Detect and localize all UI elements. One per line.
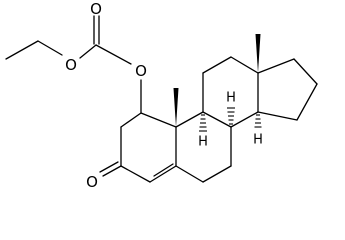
bond-c13-c17 <box>257 58 295 74</box>
bond-c9-c8 <box>202 111 232 128</box>
bond-c12-c13 <box>230 56 259 74</box>
hydrogen-c14-label: H <box>253 133 263 148</box>
bond-c6-c5 <box>175 165 204 183</box>
bond-c3-c4 <box>120 165 151 183</box>
steroid-carbonate-structure: O O O O <box>5 0 318 191</box>
ring-c <box>202 56 259 128</box>
hashed-bond-c8-h <box>227 107 235 125</box>
bond-c4-c5-double <box>153 163 174 177</box>
oxygen-ketone-label: O <box>86 173 98 191</box>
hashed-bond-c14-h <box>254 114 262 128</box>
bond-c1-c2 <box>120 112 142 128</box>
hydrogen-c9-label: H <box>198 135 208 150</box>
ring-b <box>175 111 232 183</box>
bond-c10-c1 <box>140 112 177 128</box>
methyl-wedge-c10 <box>173 88 179 127</box>
bond-c11-c12 <box>202 56 232 74</box>
bond-c3-o-double-a <box>102 165 122 177</box>
bond-c3-o-double-b <box>99 161 119 173</box>
bond-ethyl-ch3-ch2 <box>5 40 39 60</box>
oxygen-link-label: O <box>135 62 147 80</box>
bond-o-carbonyl-c <box>79 44 97 59</box>
bond-c7-c6 <box>202 165 232 183</box>
ring-d <box>257 58 318 121</box>
oxygen-carbonyl-label: O <box>90 0 102 18</box>
bond-c15-c14 <box>257 111 298 121</box>
bond-c16-c15 <box>296 83 318 121</box>
bond-c10-c9 <box>175 111 204 128</box>
bond-ethyl-ch2-o <box>37 40 63 56</box>
bond-c17-c16 <box>293 58 318 85</box>
oxygen-ester-label: O <box>65 56 77 74</box>
hydrogen-c8-label: H <box>226 91 236 106</box>
bond-c14-c8 <box>230 111 259 128</box>
hashed-bond-c9-h <box>199 114 207 132</box>
methyl-wedge-c13 <box>255 34 261 73</box>
bond-c4-c5 <box>149 165 177 183</box>
ethyl-carbonate-group: O O O <box>5 0 147 114</box>
bond-carbonyl-c-o-link <box>95 44 132 65</box>
ring-a: O <box>86 112 177 191</box>
